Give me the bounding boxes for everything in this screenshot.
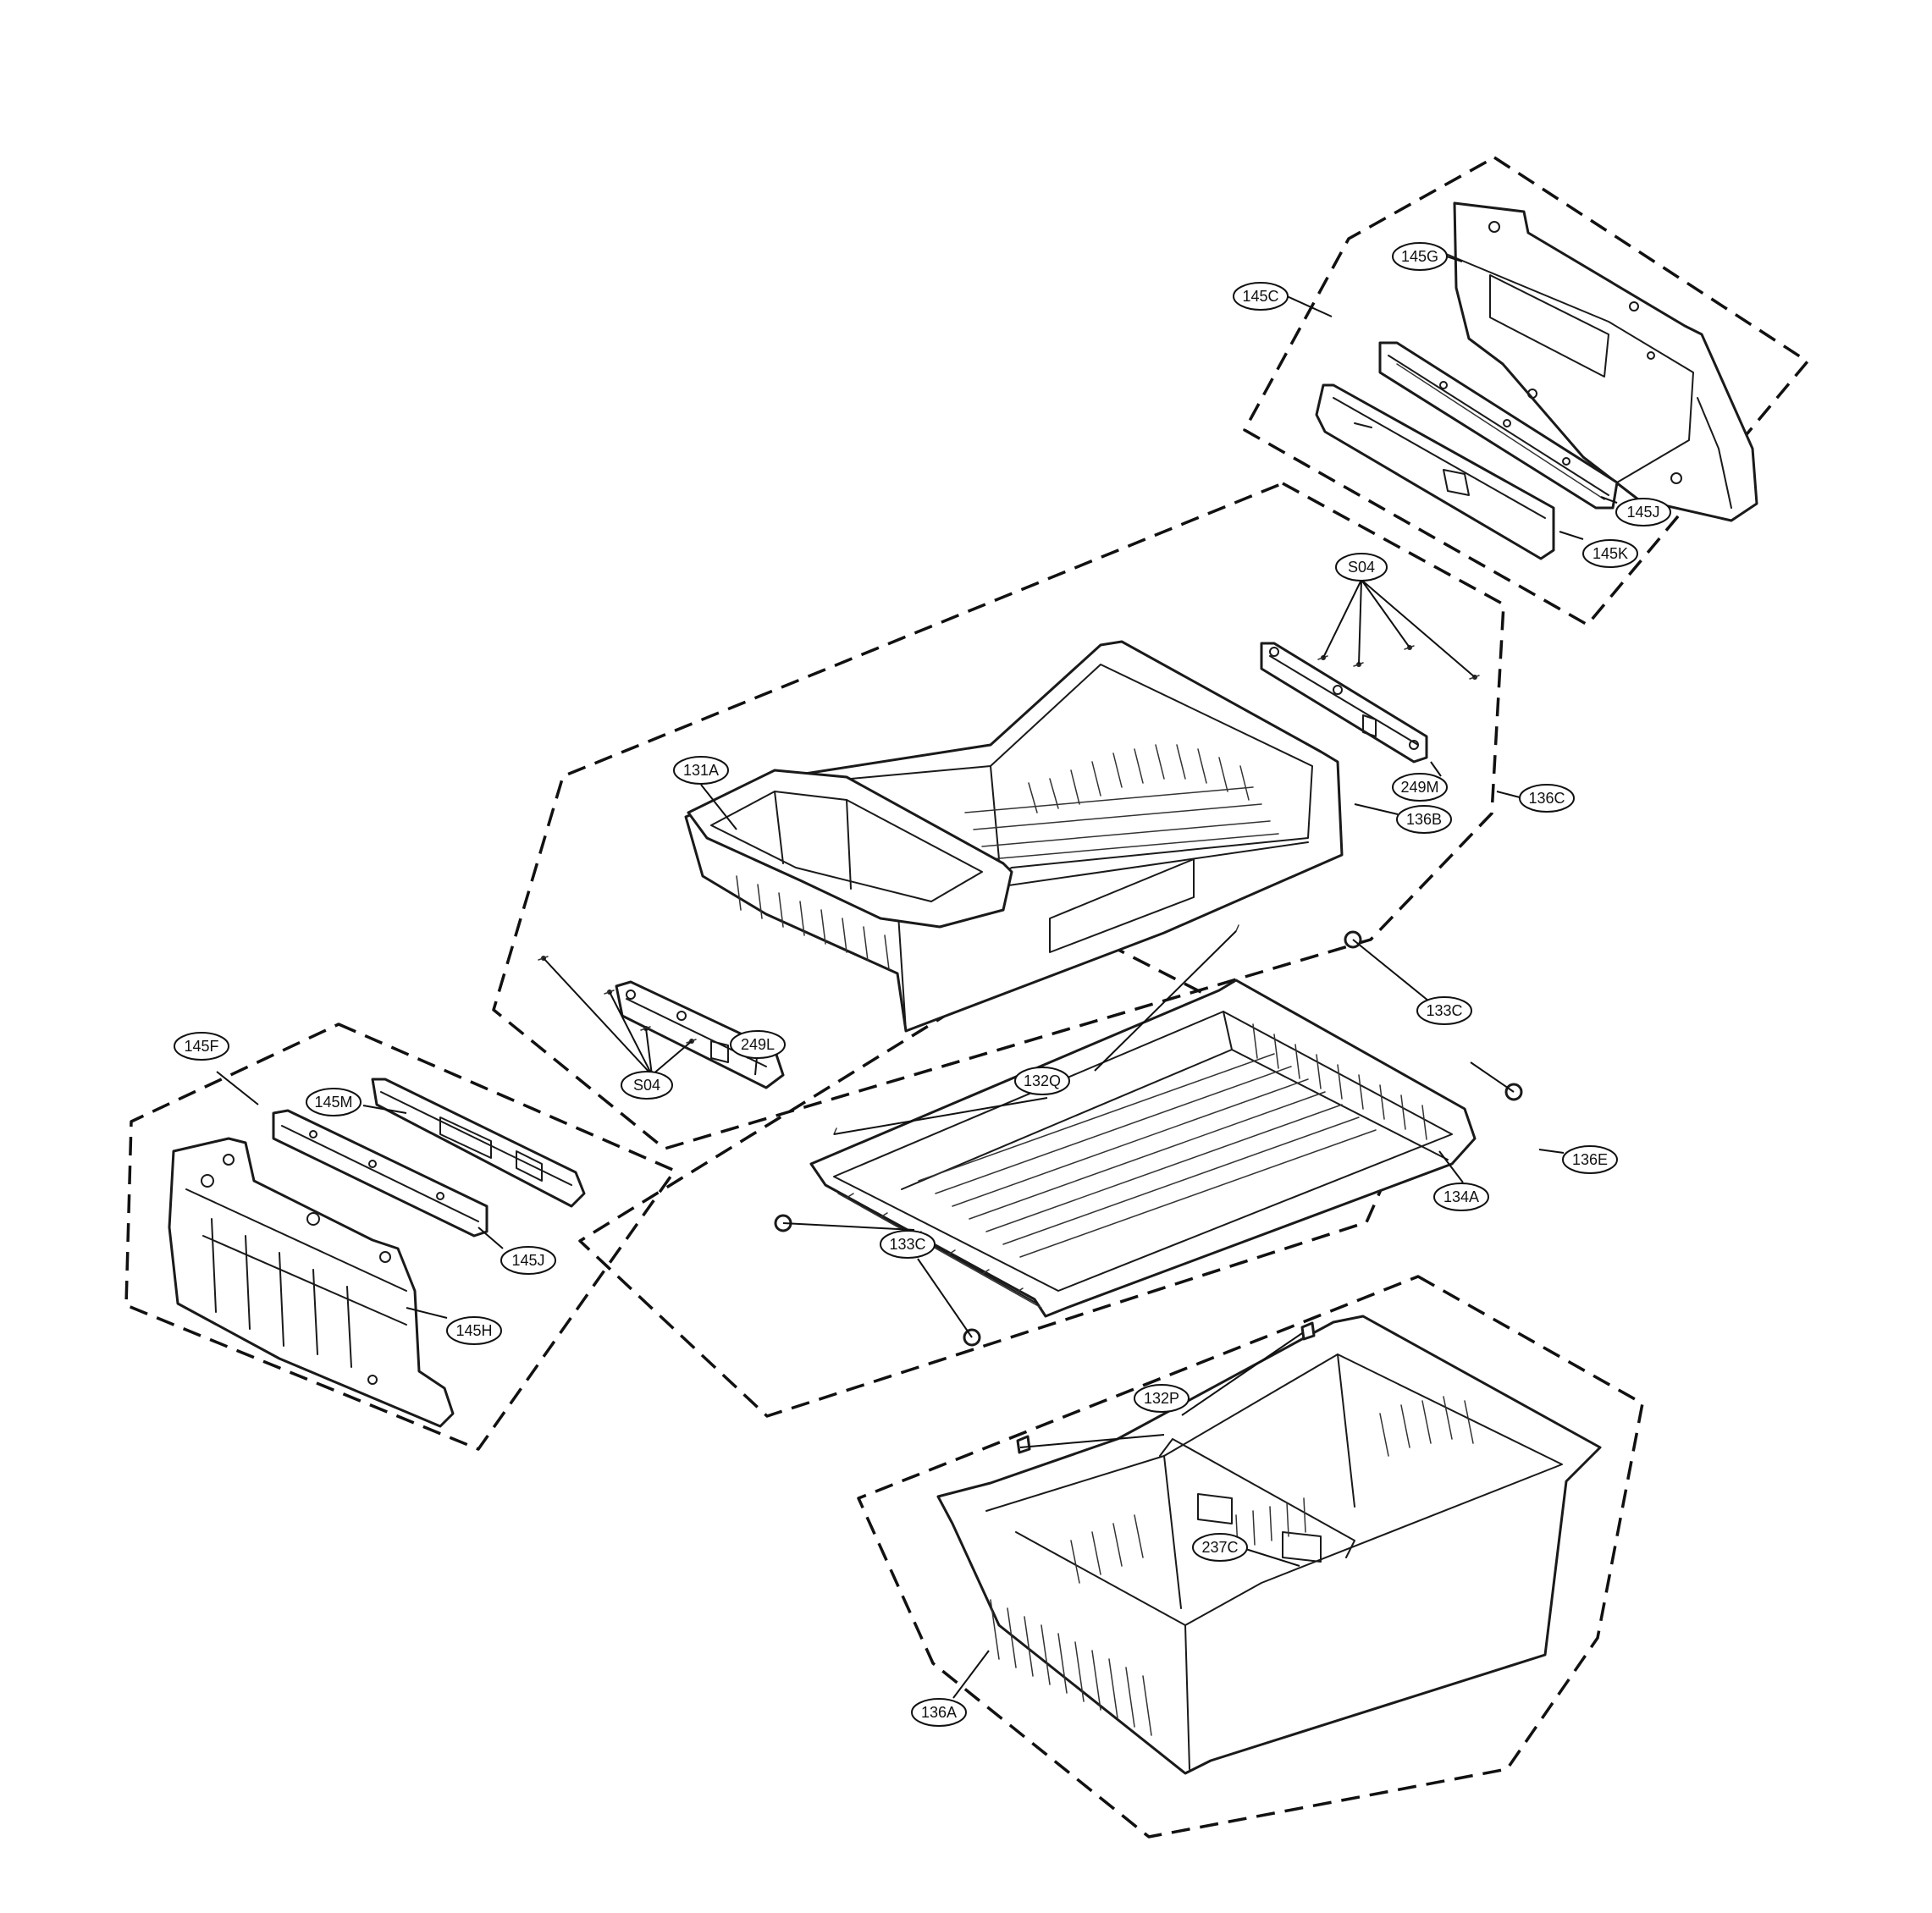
callout-237c: 237C: [1192, 1533, 1248, 1562]
svg-text:145K: 145K: [1593, 545, 1628, 562]
callout-133c-top: 133C: [1416, 996, 1472, 1025]
rail-cover-145m: [371, 1078, 586, 1208]
drawer-134a-ribs: [918, 1023, 1427, 1258]
svg-text:145G: 145G: [1401, 248, 1438, 265]
slide-rail-145j-top: [1378, 341, 1619, 510]
svg-text:145H: 145H: [455, 1322, 492, 1339]
callout-136b: 136B: [1396, 805, 1452, 834]
callout-133c-bottom: 133C: [880, 1230, 936, 1259]
svg-text:249L: 249L: [741, 1036, 775, 1053]
callout-136c: 136C: [1519, 784, 1575, 813]
group-outline-middle-drawer: [578, 929, 1421, 1418]
group-outline-lower-basket: [857, 1275, 1644, 1839]
screws-s04-upper: [1317, 645, 1480, 680]
clips-132p: [1016, 1321, 1316, 1454]
slide-rail-145j-bottom: [272, 1109, 489, 1238]
drawer-tray-134a: [809, 979, 1477, 1318]
svg-text:131A: 131A: [683, 762, 719, 779]
svg-text:145M: 145M: [314, 1094, 352, 1111]
rail-bracket-145h: [168, 1137, 455, 1428]
rail-bracket-249m: [1260, 642, 1428, 764]
group-outline-right-rail: [1243, 156, 1809, 626]
callout-136e: 136E: [1562, 1145, 1618, 1174]
svg-text:145J: 145J: [511, 1252, 544, 1269]
callout-145h: 145H: [446, 1316, 502, 1345]
callout-145j-top: 145J: [1615, 498, 1671, 526]
group-outline-upper-drawer: [492, 482, 1505, 1150]
callout-145f: 145F: [174, 1032, 229, 1061]
rail-cover-145k: [1315, 383, 1555, 560]
callout-145m: 145M: [306, 1088, 362, 1116]
ice-bin-131a: [687, 769, 1013, 929]
callout-s04-bottom: S04: [621, 1071, 673, 1100]
svg-text:134A: 134A: [1443, 1188, 1479, 1205]
callout-145j-bottom: 145J: [500, 1246, 556, 1275]
svg-text:237C: 237C: [1201, 1539, 1238, 1556]
callout-249m: 249M: [1392, 773, 1448, 802]
drawer-tray-136b: [684, 640, 1344, 1033]
callout-249l: 249L: [730, 1030, 786, 1059]
svg-text:133C: 133C: [889, 1236, 925, 1253]
pins-132q: [833, 924, 1239, 1135]
callout-s04-top: S04: [1335, 553, 1388, 582]
svg-text:145C: 145C: [1242, 288, 1278, 305]
basket-136a: [936, 1315, 1602, 1775]
svg-text:145F: 145F: [184, 1038, 218, 1055]
svg-text:249M: 249M: [1400, 779, 1438, 796]
svg-text:136E: 136E: [1572, 1151, 1608, 1168]
svg-text:132Q: 132Q: [1024, 1072, 1061, 1089]
callout-145c: 145C: [1233, 282, 1289, 311]
callout-145g: 145G: [1392, 242, 1448, 271]
callout-131a: 131A: [673, 756, 729, 785]
svg-text:S04: S04: [633, 1077, 660, 1094]
svg-text:136A: 136A: [921, 1704, 957, 1721]
group-outline-left-rail: [124, 1023, 676, 1451]
svg-text:136B: 136B: [1406, 811, 1442, 828]
callout-136a: 136A: [911, 1698, 967, 1727]
callout-132q: 132Q: [1014, 1067, 1070, 1095]
basket-136a-slots: [990, 1396, 1474, 1736]
rail-bracket-145g: [1445, 201, 1758, 522]
svg-text:132P: 132P: [1144, 1390, 1179, 1407]
callout-134a: 134A: [1433, 1183, 1489, 1211]
callout-132p: 132P: [1134, 1384, 1190, 1413]
svg-text:145J: 145J: [1626, 504, 1659, 521]
svg-text:133C: 133C: [1426, 1002, 1462, 1019]
svg-text:136C: 136C: [1528, 790, 1565, 807]
drawer-136b-ribs: [736, 744, 1279, 970]
callout-145k: 145K: [1582, 539, 1638, 568]
svg-text:S04: S04: [1348, 559, 1375, 576]
